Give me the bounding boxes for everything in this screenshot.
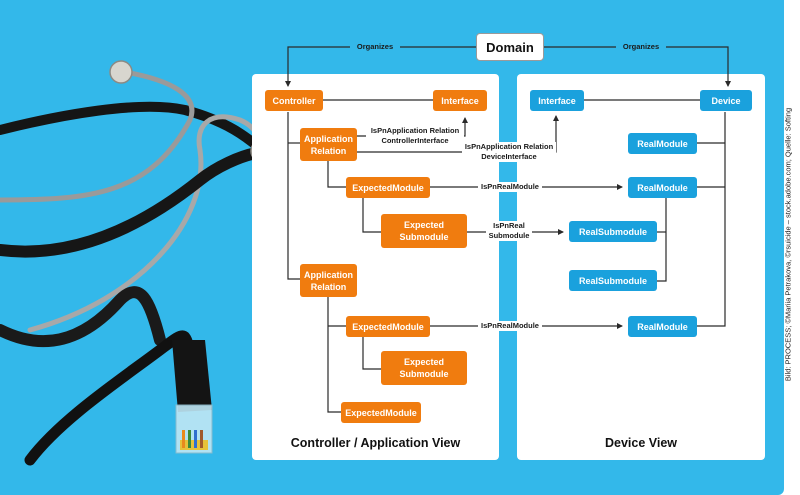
- ethernet-cable-illustration: [24, 330, 213, 466]
- real-module-1-node: RealModule: [628, 133, 697, 154]
- real-submodule-1-node: RealSubmodule: [569, 221, 657, 242]
- organizes-left-label: Organizes: [350, 42, 400, 52]
- controller-node: Controller: [265, 90, 323, 111]
- expected-module-1-node: ExpectedModule: [346, 177, 430, 198]
- relation-device-interface-label: IsPnApplication Relation DeviceInterface: [462, 142, 556, 162]
- expected-module-3-node: ExpectedModule: [341, 402, 421, 423]
- device-view-title: Device View: [604, 436, 678, 450]
- expected-submodule-1-node: Expected Submodule: [381, 214, 467, 248]
- real-module-2-node: RealModule: [628, 177, 697, 198]
- organizes-right-label: Organizes: [616, 42, 666, 52]
- relation-real-submodule-label: IsPnReal Submodule: [486, 221, 532, 241]
- relation-controller-interface-label: IsPnApplication Relation ControllerInter…: [366, 126, 464, 146]
- device-interface-node: Interface: [530, 90, 584, 111]
- expected-submodule-2-node: Expected Submodule: [381, 351, 467, 385]
- relation-real-module-2-label: IsPnRealModule: [478, 321, 542, 331]
- real-submodule-2-node: RealSubmodule: [569, 270, 657, 291]
- expected-module-2-node: ExpectedModule: [346, 316, 430, 337]
- application-relation-1-node: Application Relation: [300, 128, 357, 161]
- relation-real-module-1-label: IsPnRealModule: [478, 182, 542, 192]
- controller-view-title: Controller / Application View: [290, 436, 461, 450]
- controller-interface-node: Interface: [433, 90, 487, 111]
- domain-node: Domain: [476, 33, 544, 61]
- real-module-3-node: RealModule: [628, 316, 697, 337]
- device-node: Device: [700, 90, 752, 111]
- image-credit: Bild: PROCESS; ©Mariia Petrakova, ©rsuic…: [783, 107, 793, 382]
- application-relation-2-node: Application Relation: [300, 264, 357, 297]
